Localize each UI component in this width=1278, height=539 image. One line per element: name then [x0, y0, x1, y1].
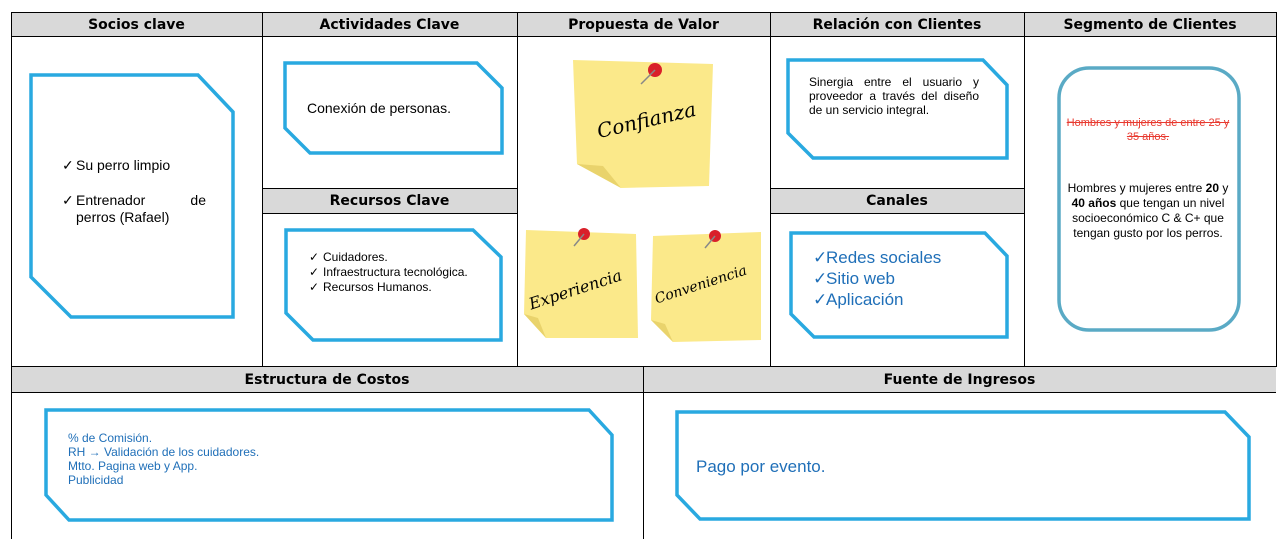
canales-item: Aplicación	[813, 289, 983, 310]
segmento-age-max: 40 años	[1071, 196, 1117, 210]
costos-list: % de Comisión. RH → Validación de los cu…	[68, 431, 259, 487]
header-segmento-clientes: Segmento de Clientes	[1024, 13, 1276, 36]
segmento-age-min: 20	[1205, 181, 1220, 195]
header-propuesta-valor: Propuesta de Valor	[517, 13, 770, 36]
ingresos-box-outline	[675, 410, 1251, 521]
sticky-note-experiencia	[524, 228, 638, 338]
segmento-text-part: Hombres y mujeres entre	[1067, 181, 1206, 195]
header-actividades-clave: Actividades Clave	[262, 13, 517, 36]
recursos-item: Cuidadores.	[309, 250, 469, 265]
grid-line	[262, 188, 517, 189]
recursos-item: Infraestructura tecnológica.	[309, 265, 469, 280]
header-fuente-ingresos: Fuente de Ingresos	[643, 367, 1276, 392]
segmento-text-part: que tengan un nivel socioeconómico C & C…	[1072, 196, 1225, 240]
costos-line: Publicidad	[68, 473, 124, 487]
socios-list: Su perro limpio Entrenador de perros (Ra…	[62, 157, 206, 226]
relacion-text: Sinergia entre el usuario y proveedor a …	[809, 75, 979, 117]
canales-box-outline	[789, 231, 1009, 339]
recursos-box-outline	[284, 228, 503, 342]
grid-line	[11, 36, 1276, 37]
sticky-note-confianza	[573, 60, 713, 188]
recursos-list: Cuidadores. Infraestructura tecnológica.…	[309, 250, 469, 295]
header-socios-clave: Socios clave	[11, 13, 262, 36]
grid-line	[770, 12, 771, 367]
sticky-note-conveniencia	[651, 230, 761, 342]
actividades-box-outline	[283, 61, 504, 155]
header-canales: Canales	[770, 189, 1024, 213]
socios-box-outline	[29, 73, 235, 319]
costos-line: RH → Validación de los cuidadores.	[68, 445, 260, 459]
grid-line	[770, 188, 1024, 189]
grid-line	[11, 12, 12, 539]
costos-box-outline	[44, 408, 614, 522]
recursos-item: Recursos Humanos.	[309, 280, 469, 295]
segmento-text-part: y	[1219, 181, 1229, 195]
grid-line	[517, 12, 518, 367]
grid-line	[262, 213, 517, 214]
segmento-box-outline	[1057, 66, 1241, 332]
grid-line	[262, 12, 263, 367]
relacion-box-outline	[786, 58, 1009, 160]
costos-line: Mtto. Pagina web y App.	[68, 459, 198, 473]
costos-line: % de Comisión.	[68, 431, 153, 445]
header-relacion-clientes: Relación con Clientes	[770, 13, 1024, 36]
segmento-text: Hombres y mujeres entre 20 y 40 años que…	[1067, 181, 1229, 241]
header-recursos-clave: Recursos Clave	[262, 189, 517, 213]
actividades-text: Conexión de personas.	[307, 100, 451, 116]
canales-item: Redes sociales	[813, 247, 983, 268]
segmento-struck-text: Hombres y mujeres de entre 25 y 35 años.	[1066, 117, 1230, 143]
header-estructura-costos: Estructura de Costos	[11, 367, 643, 392]
grid-line	[770, 213, 1024, 214]
ingresos-text: Pago por evento.	[696, 457, 826, 476]
grid-line	[11, 12, 1276, 13]
grid-line	[643, 366, 644, 539]
grid-line	[1024, 12, 1025, 367]
canales-list: Redes sociales Sitio web Aplicación	[813, 247, 983, 310]
grid-line	[1276, 12, 1277, 367]
canales-item: Sitio web	[813, 268, 983, 289]
socios-item: Entrenador de perros (Rafael)	[62, 192, 206, 226]
socios-item: Su perro limpio	[62, 157, 206, 174]
